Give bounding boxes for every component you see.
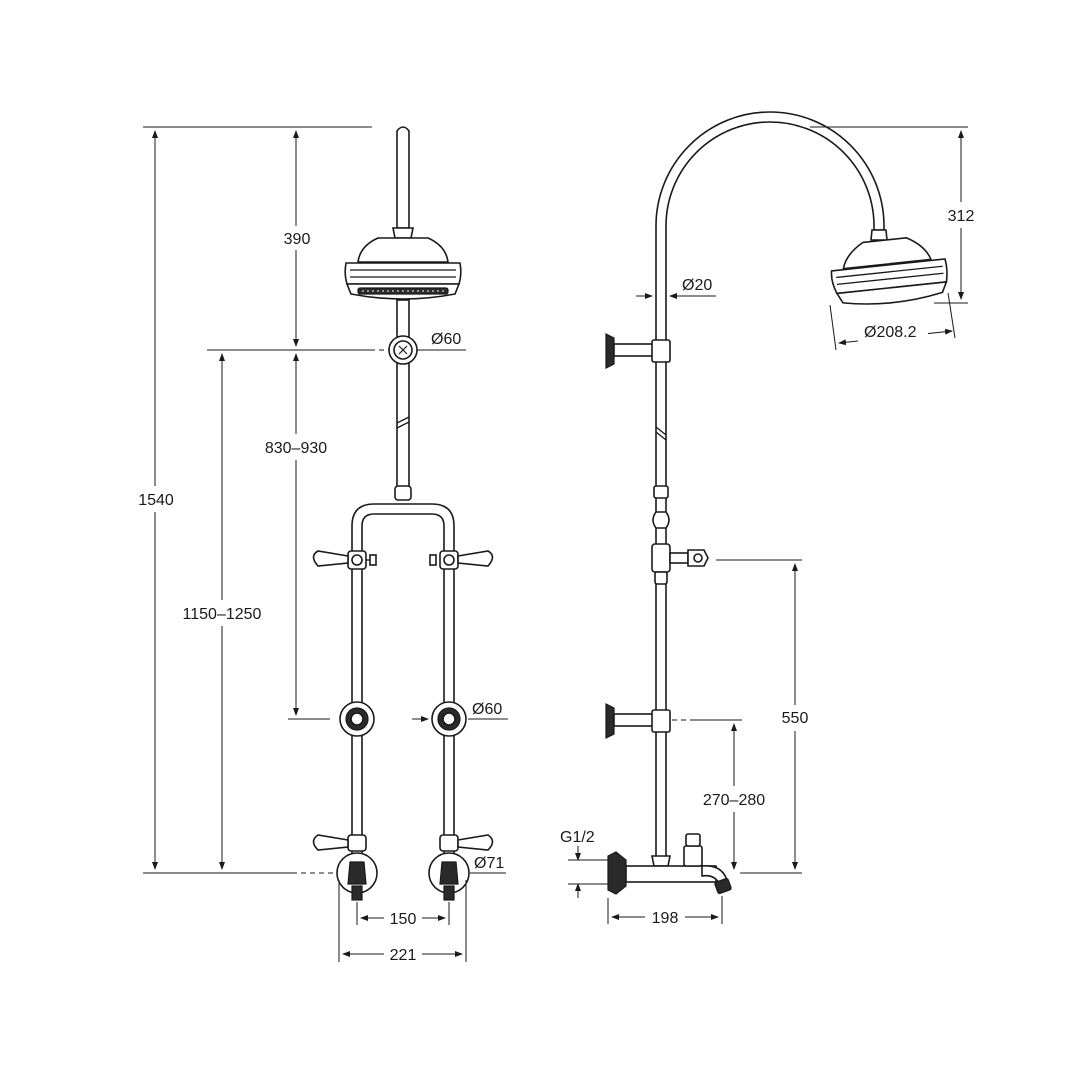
side-diverter bbox=[651, 543, 709, 585]
dim-label-390: 390 bbox=[284, 231, 311, 248]
dim-thread: G1/2 bbox=[560, 829, 608, 898]
dim-overall-width: 221 bbox=[338, 880, 467, 965]
dim-label-pipe-diameter: Ø20 bbox=[682, 277, 712, 294]
front-view: 1540 390 830–930 1150–1250 bbox=[131, 126, 508, 965]
dim-label-flange-base: Ø71 bbox=[474, 855, 504, 872]
front-flange-upper-label: Ø60 bbox=[417, 331, 466, 351]
dim-label-270-280: 270–280 bbox=[703, 792, 765, 809]
dim-diverter-height: 550 bbox=[716, 559, 815, 874]
side-bottom-valve bbox=[607, 833, 732, 895]
side-shower-head bbox=[830, 237, 948, 305]
dim-arm-height: 312 bbox=[810, 126, 981, 304]
front-shower-head bbox=[344, 126, 462, 300]
dim-label-550: 550 bbox=[782, 710, 809, 727]
dim-upper-range: 830–930 bbox=[207, 349, 420, 716]
dim-lower-range: 1150–1250 bbox=[174, 353, 330, 870]
dim-overall-height: 1540 bbox=[131, 126, 372, 874]
dim-label-flange-upper: Ø60 bbox=[431, 331, 461, 348]
dim-label-221: 221 bbox=[390, 947, 417, 964]
dim-label-flange-lower: Ø60 bbox=[472, 701, 502, 718]
dim-label-head-diameter: Ø208.2 bbox=[864, 324, 917, 341]
dim-label-g12: G1/2 bbox=[560, 829, 595, 846]
side-gooseneck bbox=[655, 111, 888, 871]
dim-label-198: 198 bbox=[652, 910, 679, 927]
front-valve-body bbox=[312, 503, 494, 901]
side-lower-bracket bbox=[605, 703, 742, 739]
front-flange-lower-label: Ø60 bbox=[412, 701, 508, 722]
side-upper-bracket bbox=[605, 333, 671, 369]
dim-label-312: 312 bbox=[948, 208, 975, 225]
dim-label-1150-1250: 1150–1250 bbox=[183, 606, 262, 623]
side-pipe-details bbox=[652, 426, 670, 529]
dim-label-150: 150 bbox=[390, 911, 417, 928]
dim-head-diameter: Ø208.2 bbox=[829, 292, 956, 351]
dim-label-1540: 1540 bbox=[138, 492, 174, 509]
side-view: 312 Ø208.2 Ø20 bbox=[560, 111, 981, 928]
dim-bracket-range: 270–280 bbox=[694, 723, 774, 870]
dim-label-830-930: 830–930 bbox=[265, 440, 327, 457]
front-riser bbox=[388, 299, 418, 501]
dim-centres: 150 bbox=[356, 902, 450, 928]
dim-projection: 198 bbox=[607, 896, 723, 928]
dim-head-drop: 390 bbox=[274, 130, 320, 347]
front-flange-base-label: Ø71 bbox=[470, 855, 506, 874]
dim-pipe-diameter: Ø20 bbox=[636, 277, 716, 299]
